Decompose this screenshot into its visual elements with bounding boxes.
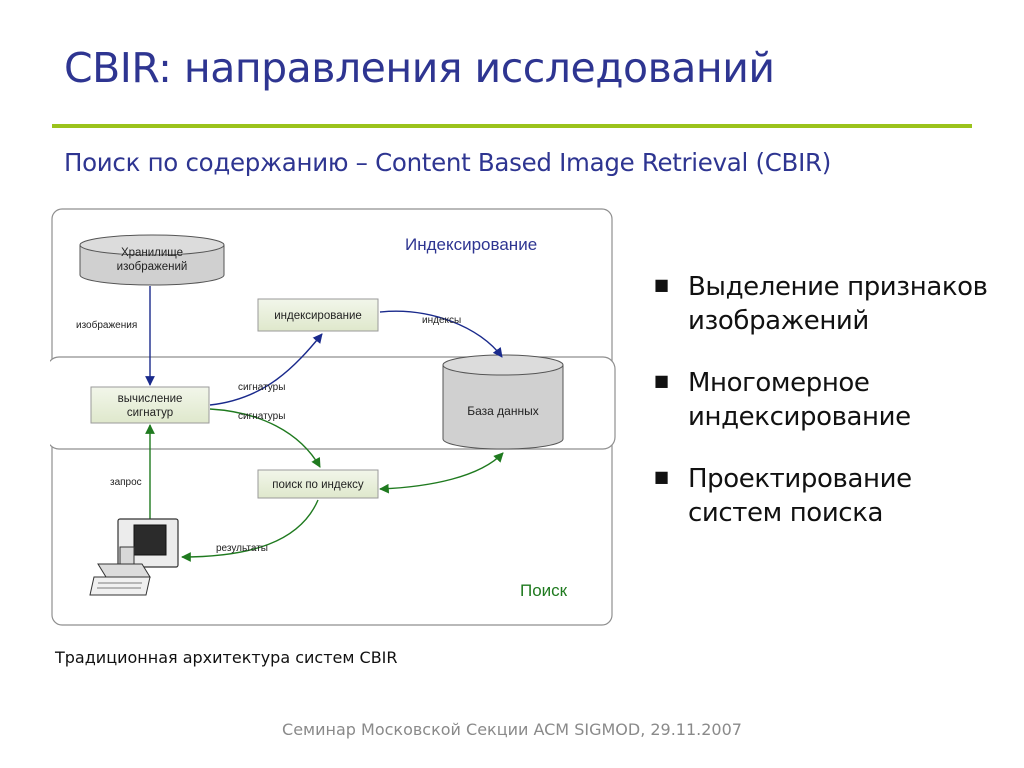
edge-label-signatures-bottom: сигнатуры: [238, 411, 285, 422]
edge-label-images: изображения: [76, 319, 137, 331]
svg-text:индексирование: индексирование: [274, 310, 362, 322]
title-underline: [52, 124, 972, 128]
slide-subtitle: Поиск по содержанию – Content Based Imag…: [64, 148, 831, 177]
compute-signature-line2: сигнатур: [127, 407, 173, 419]
bullet-line: индексирование: [688, 402, 911, 432]
computer-client-icon: [89, 518, 179, 596]
compute-signature-box: вычисление сигнатур: [90, 386, 210, 424]
edge-label-signatures-top: сигнатуры: [238, 382, 285, 393]
bullet-line: систем поиска: [688, 498, 884, 528]
diagram-caption: Традиционная архитектура систем CBIR: [55, 648, 398, 667]
arrow-signature-to-index-search: [209, 408, 321, 468]
bullet-line: Многомерное: [688, 368, 870, 398]
bullet-item: ■ Проектирование систем поиска: [650, 462, 1010, 530]
slide-title: CBIR: направления исследований: [64, 44, 775, 92]
edge-label-indexes: индексы: [422, 315, 461, 326]
edge-label-results: результаты: [216, 543, 268, 554]
region-label-search: Поиск: [520, 581, 568, 600]
square-bullet-icon: ■: [654, 467, 669, 486]
index-search-box: поиск по индексу: [257, 469, 379, 499]
arrow-index-search-database: [379, 452, 504, 494]
image-storage-cylinder: Хранилище изображений: [79, 234, 225, 286]
bullet-item: ■ Выделение признаков изображений: [650, 270, 1010, 338]
edge-label-query: запрос: [110, 477, 142, 488]
region-label-indexing: Индексирование: [405, 235, 537, 254]
indexing-box: индексирование: [257, 298, 379, 332]
database-label: База данных: [467, 404, 538, 418]
arrow-index-search-to-client: [181, 499, 319, 562]
slide-footer: Семинар Московской Секции ACM SIGMOD, 29…: [282, 720, 742, 739]
arrow-indexing-to-database: [379, 310, 503, 358]
database-cylinder: База данных: [442, 354, 564, 450]
cbir-architecture-diagram: Индексирование Поиск Хранилище изображен…: [50, 208, 616, 626]
arrow-signature-to-indexing: [209, 333, 323, 406]
bullet-line: Выделение признаков: [688, 272, 988, 302]
storage-label-line1: Хранилище: [121, 247, 183, 259]
compute-signature-line1: вычисление: [118, 393, 183, 405]
bullet-line: изображений: [688, 306, 869, 336]
storage-label-line2: изображений: [117, 261, 188, 273]
bullet-item: ■ Многомерное индексирование: [650, 366, 1010, 434]
svg-text:поиск по индексу: поиск по индексу: [272, 479, 364, 491]
square-bullet-icon: ■: [654, 371, 669, 390]
bullet-line: Проектирование: [688, 464, 912, 494]
square-bullet-icon: ■: [654, 275, 669, 294]
bullet-list: ■ Выделение признаков изображений ■ Мног…: [650, 270, 1010, 558]
